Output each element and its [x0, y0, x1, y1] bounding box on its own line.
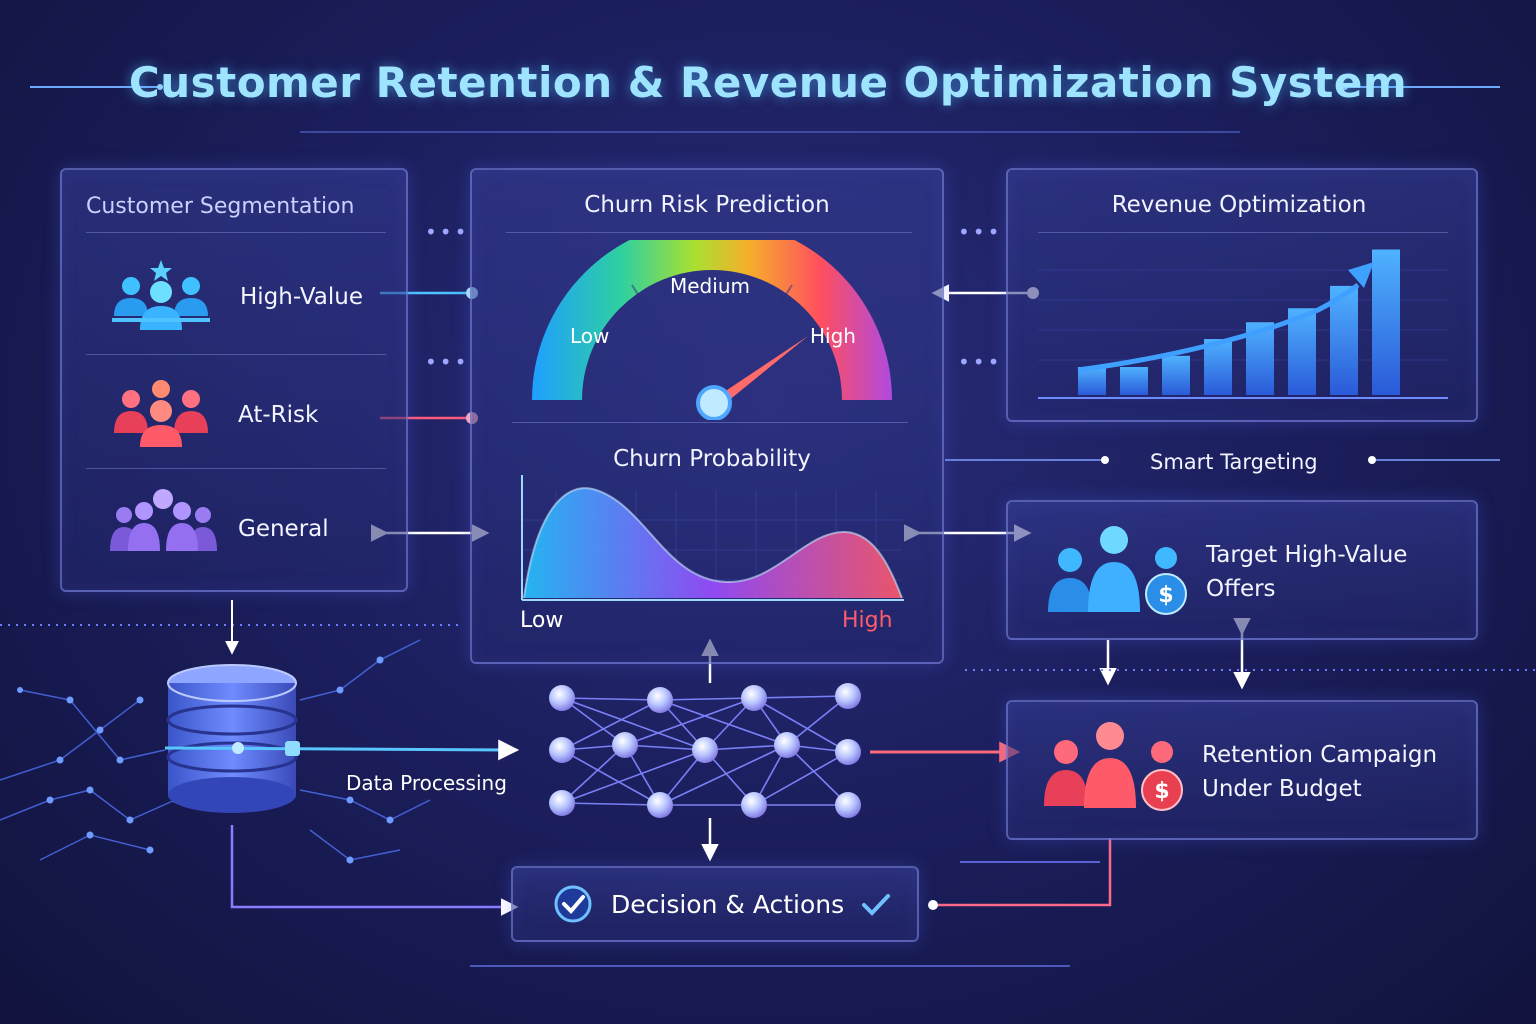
gauge-label-high: High: [810, 324, 856, 348]
churn-gauge: [532, 240, 892, 420]
axis-label-low: Low: [520, 608, 564, 633]
probability-title: Churn Probability: [613, 446, 811, 472]
data-processing-label: Data Processing: [346, 771, 507, 795]
high-value-group-icon: [106, 258, 216, 342]
check-icon: [861, 892, 891, 922]
general-group-icon: [106, 485, 221, 569]
page-title: Customer Retention & Revenue Optimizatio…: [128, 58, 1408, 107]
connector-dots: •••: [958, 220, 1003, 244]
database-icon: [166, 664, 298, 813]
revenue-bar: [1120, 367, 1148, 395]
connector-dots: •••: [425, 350, 470, 374]
retention-line2: Under Budget: [1202, 776, 1362, 802]
revenue-title: Revenue Optimization: [1111, 192, 1367, 218]
segment-label-general: General: [238, 516, 329, 542]
divider: [506, 232, 912, 233]
retention-panel: $ Retention Campaign Under Budget: [1006, 700, 1478, 840]
segmentation-title: Customer Segmentation: [86, 194, 355, 219]
churn-probability-curve: [521, 475, 904, 601]
revenue-bar: [1330, 285, 1358, 395]
divider: [86, 468, 386, 469]
decision-actions-button[interactable]: Decision & Actions: [511, 866, 919, 942]
segment-label-at-risk: At-Risk: [238, 402, 319, 428]
revenue-chart: [1038, 249, 1448, 399]
divider: [1038, 232, 1448, 233]
target-offers-line1: Target High-Value: [1206, 542, 1408, 568]
divider: [86, 232, 386, 233]
connector-dots: •••: [958, 350, 1003, 374]
segment-label-high-value: High-Value: [240, 284, 363, 310]
revenue-bar: [1372, 249, 1400, 395]
revenue-bar: [1162, 355, 1190, 395]
check-circle-icon: [553, 884, 593, 928]
axis-label-high: High: [842, 608, 893, 633]
connector-dots: •••: [425, 220, 470, 244]
churn-title: Churn Risk Prediction: [584, 192, 830, 218]
revenue-panel: Revenue Optimization: [1006, 168, 1478, 422]
smart-targeting-label: Smart Targeting: [1150, 450, 1318, 474]
segmentation-panel: Customer Segmentation High-Value At-Risk: [60, 168, 408, 592]
churn-panel: Churn Risk Prediction Low Medium High Ch…: [470, 168, 944, 664]
revenue-bar: [1204, 339, 1232, 395]
svg-text:$: $: [1158, 583, 1173, 608]
target-offers-line2: Offers: [1206, 576, 1276, 602]
retention-line1: Retention Campaign: [1202, 742, 1438, 768]
divider: [86, 354, 386, 355]
gauge-label-medium: Medium: [670, 274, 750, 298]
target-users-icon: $: [1048, 526, 1187, 615]
target-offers-panel: $ Target High-Value Offers: [1006, 500, 1478, 640]
retention-users-icon: $: [1044, 722, 1183, 811]
divider: [512, 422, 908, 423]
gauge-label-low: Low: [570, 324, 610, 348]
decision-actions-label: Decision & Actions: [611, 890, 845, 919]
at-risk-group-icon: [106, 375, 216, 459]
svg-text:$: $: [1154, 779, 1169, 804]
